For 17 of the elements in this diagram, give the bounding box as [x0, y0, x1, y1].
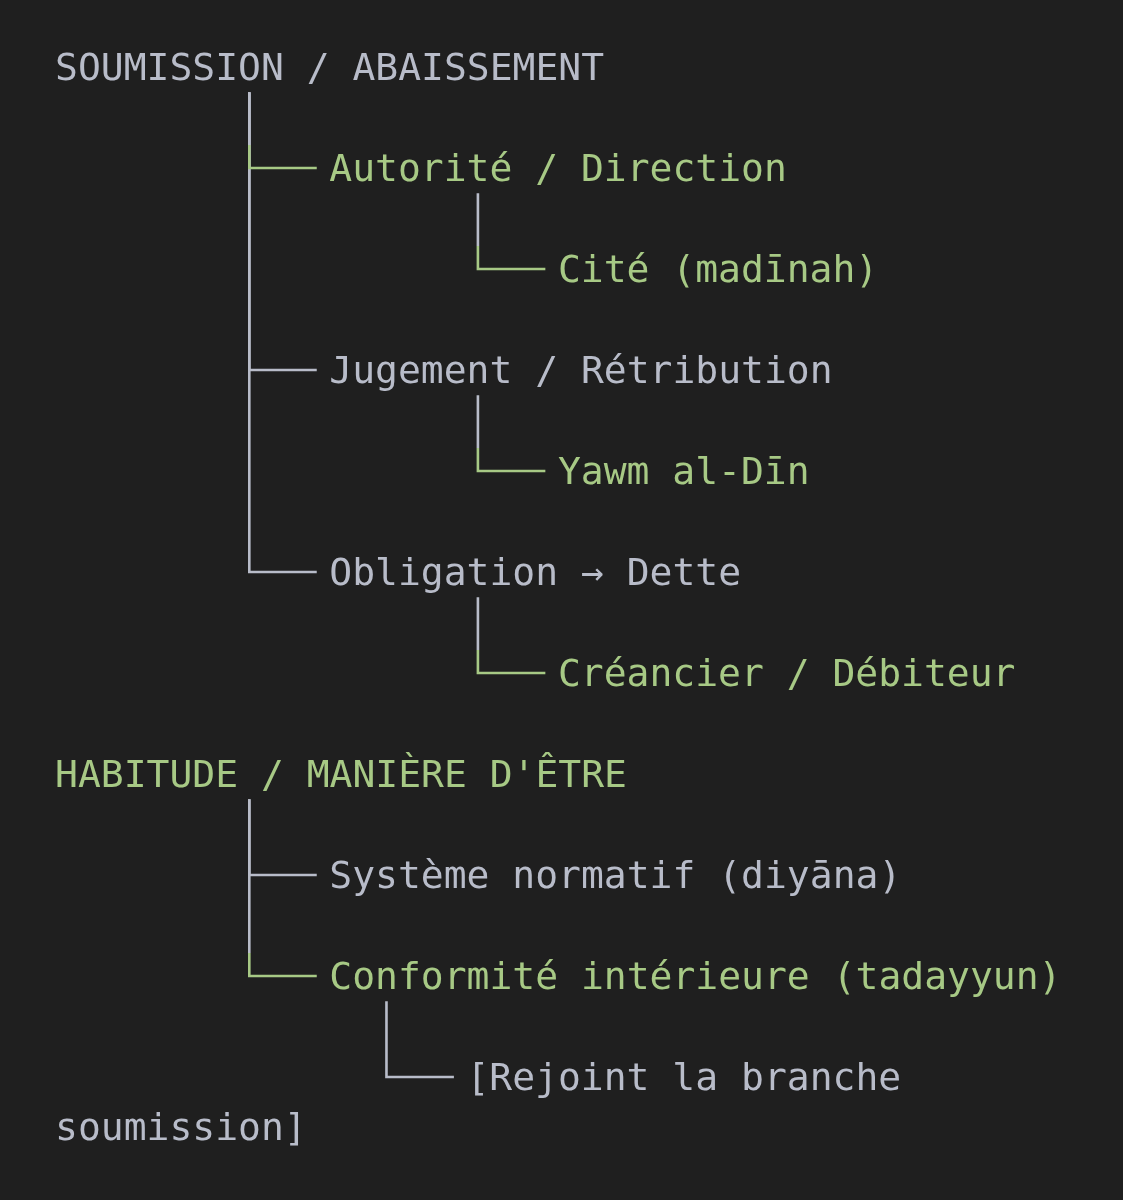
branch-label: [Rejoint la branche soumission] [55, 1051, 910, 1153]
branch-label: Conformité intérieure (tadayyun) [329, 950, 1062, 1002]
branch-label: Créancier / Débiteur [557, 647, 1016, 699]
branch-label: Obligation → Dette [329, 546, 742, 598]
tree-connector [476, 395, 546, 473]
tree-connector [385, 1001, 454, 1079]
heading-label: HABITUDE / MANIÈRE D'ÊTRE [55, 748, 627, 800]
tree-connector [476, 193, 546, 271]
tree-connector [248, 799, 317, 978]
tree-connector [476, 597, 546, 675]
tree-connector [248, 92, 317, 170]
heading-label: SOUMISSION / ABAISSEMENT [55, 41, 605, 93]
branch-label: Autorité / Direction [329, 142, 787, 194]
branch-label: Jugement / Rétribution [329, 344, 833, 396]
branch-label: Système normatif (diyāna) [329, 849, 902, 901]
branch-label: Yawm al-Dīn [557, 445, 810, 497]
branch-label: Cité (madīnah) [557, 243, 879, 295]
